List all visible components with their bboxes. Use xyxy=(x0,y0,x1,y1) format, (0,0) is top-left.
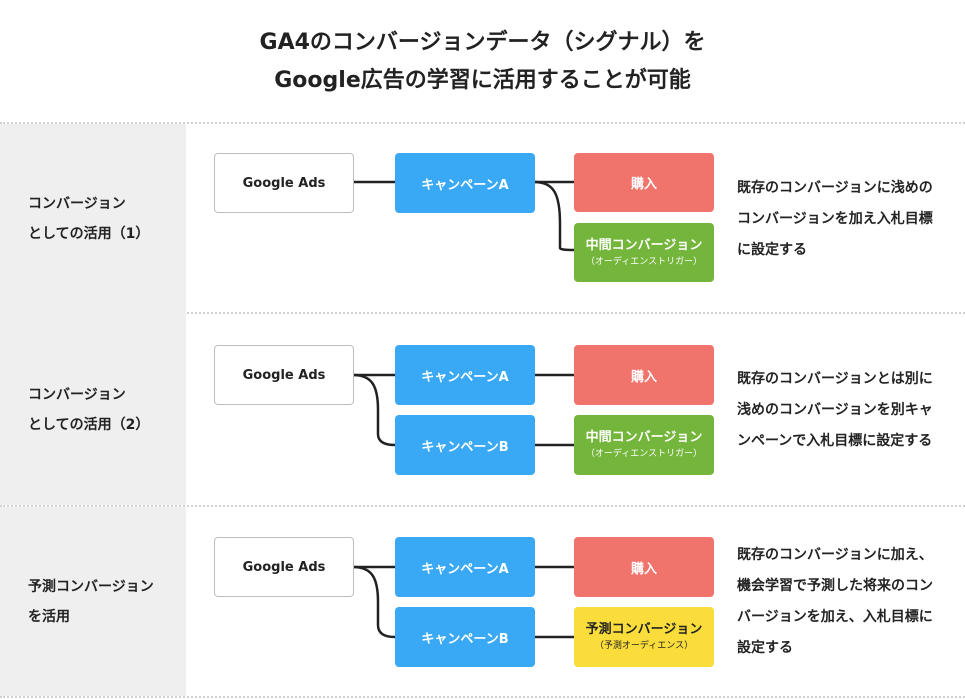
row-predictive: 予測コンバージョン を活用 Google Ads キャンペーンA キャンペーンB… xyxy=(0,507,965,697)
row-separator xyxy=(0,696,965,698)
row-label-panel: コンバージョン としての活用（1） xyxy=(0,124,186,314)
intermediate-conversion-box: 中間コンバージョン （オーディエンストリガー） xyxy=(574,223,714,282)
campaign-a-box: キャンペーンA xyxy=(395,537,535,597)
connector-lines xyxy=(352,373,574,447)
campaign-b-box: キャンペーンB xyxy=(395,607,535,667)
intermediate-conversion-box: 中間コンバージョン （オーディエンストリガー） xyxy=(574,415,714,475)
row-separator xyxy=(0,505,965,507)
connector-lines xyxy=(353,180,575,252)
row-label: コンバージョン としての活用（1） xyxy=(28,196,150,242)
title-line-2: Google広告の学習に活用することが可能 xyxy=(274,68,691,93)
row-separator xyxy=(0,122,965,124)
row-description: 既存のコンバージョンに浅めの コンバージョンを加え入札目標 に設定する xyxy=(737,180,933,258)
campaign-b-box: キャンペーンB xyxy=(395,415,535,475)
google-ads-box: Google Ads xyxy=(214,537,354,597)
campaign-a-box: キャンペーンA xyxy=(395,153,535,213)
row-label-panel: コンバージョン としての活用（2） xyxy=(0,314,186,505)
row-label-panel: 予測コンバージョン を活用 xyxy=(0,507,186,696)
predictive-conversion-box: 予測コンバージョン （予測オーディエンス） xyxy=(574,607,714,667)
row-description: 既存のコンバージョンとは別に 浅めのコンバージョンを別キャ ンペーンで入札目標に… xyxy=(737,371,933,449)
row-label: コンバージョン としての活用（2） xyxy=(28,386,150,433)
row-separator xyxy=(0,312,965,314)
title-line-1: GA4のコンバージョンデータ（シグナル）を xyxy=(259,30,706,55)
diagram-title: GA4のコンバージョンデータ（シグナル）を Google広告の学習に活用すること… xyxy=(0,24,965,100)
row-usage-1: コンバージョン としての活用（1） Google Ads キャンペーンA 購入 … xyxy=(0,124,965,314)
google-ads-box: Google Ads xyxy=(214,153,354,213)
row-label: 予測コンバージョン を活用 xyxy=(28,578,154,625)
google-ads-box: Google Ads xyxy=(214,345,354,405)
purchase-box: 購入 xyxy=(574,345,714,405)
purchase-box: 購入 xyxy=(574,537,714,597)
row-description: 既存のコンバージョンに加え、 機会学習で予測した将来のコン バージョンを加え、入… xyxy=(737,547,933,656)
campaign-a-box: キャンペーンA xyxy=(395,345,535,405)
purchase-box: 購入 xyxy=(574,153,714,212)
row-usage-2: コンバージョン としての活用（2） Google Ads キャンペーンA キャン… xyxy=(0,314,965,505)
connector-lines xyxy=(352,565,574,639)
